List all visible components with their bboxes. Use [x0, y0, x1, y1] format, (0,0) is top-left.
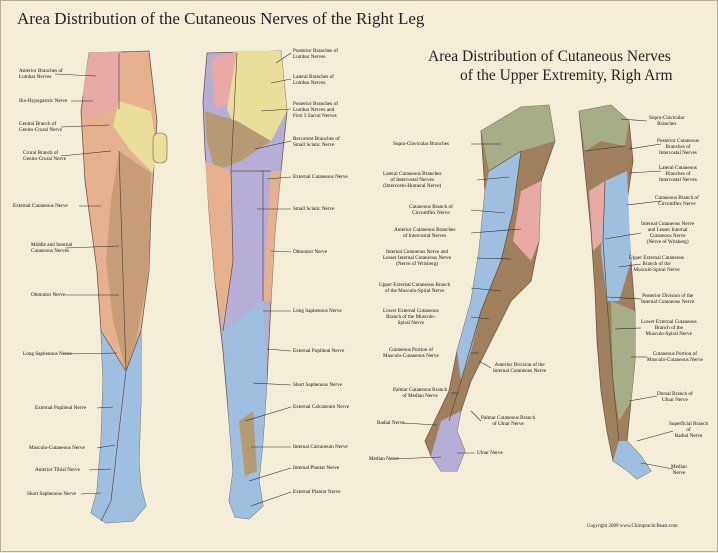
leg-front-blue-medial [91, 331, 146, 523]
leg-back-tan-ankle [239, 411, 257, 476]
arm-front-divider [448, 150, 522, 422]
arm-back-blue-medial [601, 171, 631, 301]
arm-back-figure [578, 104, 652, 480]
leg-back-tan-hip [205, 111, 271, 171]
leg-back-label-external-popliteal: External Popliteal Nerve [293, 348, 345, 354]
leg-back-salmon-lateral [205, 161, 233, 331]
leg-back-label-internal-plantar: Internal Plantar Nerve [293, 465, 340, 471]
leg-back-label-internal-calcaneum: Internal Calcaneum Nerve [293, 444, 348, 450]
leg-front-label-obturator: Obturator Nerve [31, 292, 66, 298]
leg-back-label-external-cutaneous: External Cutaneous Nerve [293, 174, 348, 180]
leg-back-blue-calf [223, 301, 267, 519]
arm-back-pink-upper [589, 181, 605, 251]
leg-front-label-external-popliteal: External Popliteal Nerve [35, 405, 87, 411]
arm-back-olive-shoulder [579, 105, 629, 151]
leg-front-label-musculo-cutaneous: Musculo-Cutaneous Nerve [29, 445, 85, 451]
arm-front-label-radial-nerve: Radial Nerve [377, 420, 405, 426]
leg-back-label-small-sciatic: Small Sciatic Nerve [293, 206, 335, 212]
arm-front-label-median-nerve: Median Nerve [369, 456, 399, 462]
leg-back-yellow-buttock [227, 51, 287, 141]
copyright-notice: Copyright 2009 www.ChiropracticBeast.com [587, 524, 678, 529]
arm-chart-title-line-2: of the Upper Extremity, Righ Arm [460, 67, 673, 84]
leader-lines [54, 52, 674, 507]
arm-front-olive-shoulder [481, 105, 555, 171]
leg-front-yellow-groin [113, 101, 157, 173]
leg-front-label-external-cutaneous: External Cutaneous Nerve [13, 203, 68, 209]
leg-front-pink-hip [83, 51, 121, 119]
arm-front-label-ulnar-nerve: Ulnar Nerve [477, 450, 503, 456]
arm-front-pink-axilla [513, 181, 541, 261]
leg-back-label-external-calcaneum: External Calcaneum Nerve [293, 404, 350, 410]
leg-front-genital [152, 132, 168, 164]
arm-back-olive-forearm [611, 301, 635, 421]
leg-chart-title: Area Distribution of the Cutaneous Nerve… [17, 9, 425, 28]
leg-back-salmon-medial [263, 171, 281, 301]
arm-front-blue-medial [457, 151, 521, 381]
leg-back-figure [202, 50, 288, 520]
leg-back-divider [222, 52, 271, 332]
leg-front-figure [80, 50, 168, 524]
arm-back-hand [613, 441, 651, 479]
leg-front-label-anterior-tibial: Anterior Tibial Nerve [35, 467, 80, 473]
leg-front-blue-lateral [97, 331, 126, 491]
leg-back-label-short-saphenous: Short Saphenous Nerve [293, 382, 342, 388]
arm-front-hand [431, 411, 465, 471]
leg-back-label-long-saphenous: Long Saphenous Nerve [293, 308, 342, 314]
leg-front-label-long-saphenous: Long Saphenous Nerve [23, 351, 72, 357]
leg-back-label-external-plantar: External Plantar Nerve [293, 489, 341, 495]
leg-front-label-short-saphenous: Short Saphenous Nerve [27, 491, 76, 497]
arm-front-label-supra-clavicular: Supra-Clavicular Branches [393, 141, 450, 147]
arm-chart-title-line-1: Area Distribution of Cutaneous Nerves [428, 48, 671, 65]
leg-front-divider [100, 53, 142, 522]
leg-front-tan-knee [106, 151, 151, 371]
arm-back-divider [584, 145, 626, 442]
leg-back-label-obturator: Obturator Nerve [293, 249, 328, 255]
arm-front-figure [424, 104, 556, 472]
leg-front-label-ilio-hypogastric: Ilio-Hypogastric Nerve [19, 98, 68, 104]
